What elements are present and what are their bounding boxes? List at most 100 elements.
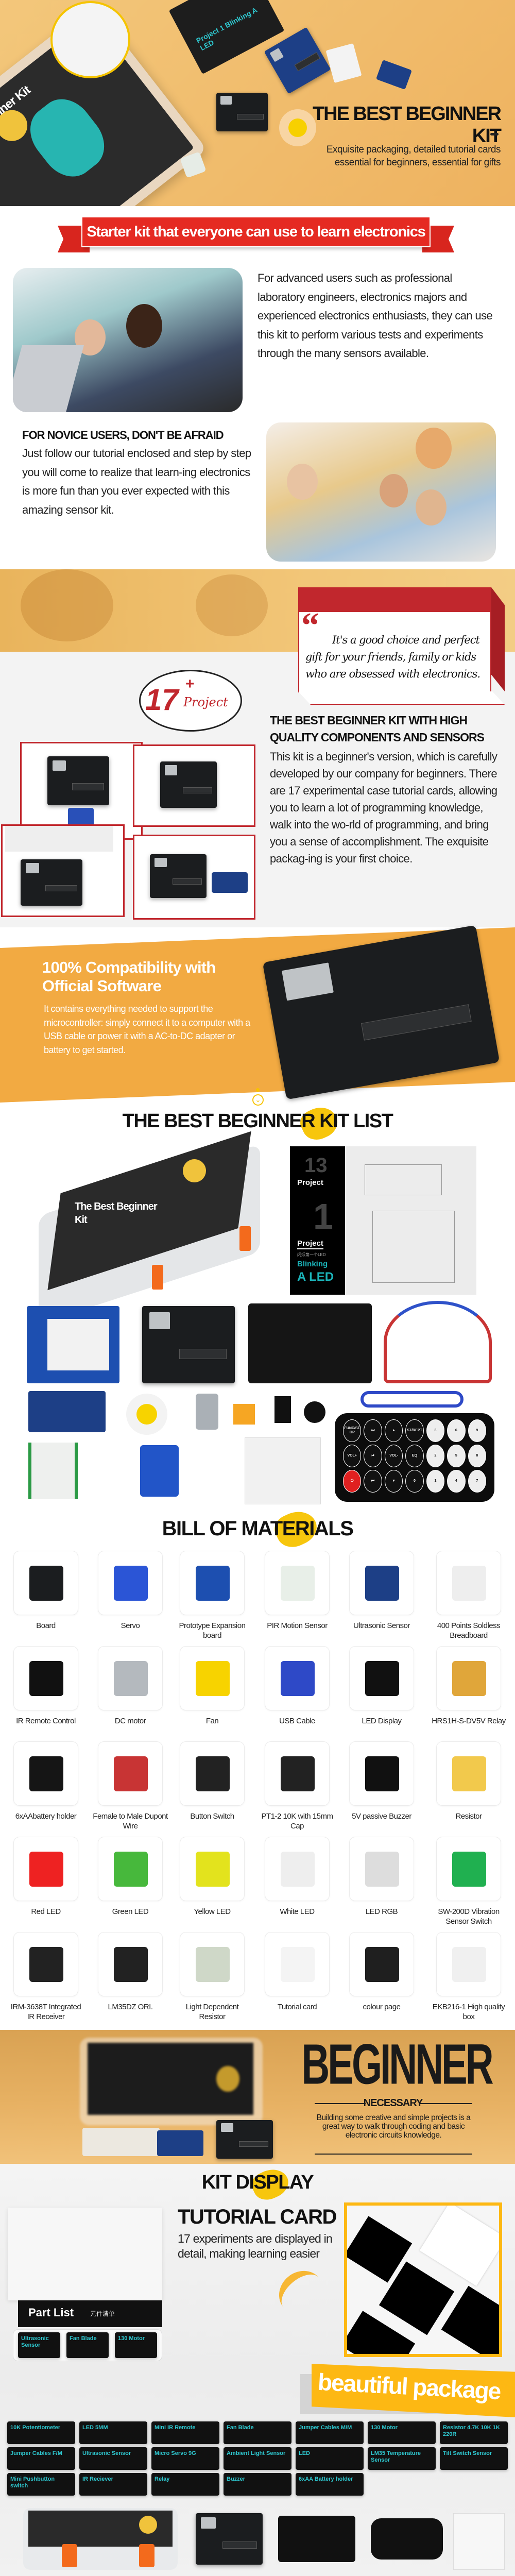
tutorial-cards-image: Project 1 Blinking A LED [168, 0, 285, 75]
divider-bottom [315, 2154, 472, 2155]
bom-item-card [349, 1741, 414, 1806]
beginner-title: BEGINNER [301, 2032, 493, 2096]
bom-item-label: PT1-2 10K with 15mm Cap [261, 1812, 333, 1831]
projects-heading-1: THE BEST BEGINNER KIT WITH HIGH [270, 714, 468, 727]
full-kit-photo [0, 2503, 515, 2575]
remote-key: 0 [405, 1470, 424, 1493]
part-list-cn: 元件清单 [90, 2310, 115, 2317]
remote-key: FUNC/STOP [343, 1419, 362, 1442]
bom-item-card [265, 1837, 330, 1901]
bom-item-card [349, 1837, 414, 1901]
part-list-label: Part List [28, 2306, 74, 2319]
remote-key: VOL+ [343, 1445, 362, 1467]
card-project: Project [297, 1239, 323, 1249]
bom-item-image [29, 1661, 63, 1696]
card-title-1: Blinking [297, 1260, 328, 1268]
tutorial-card-title: TUTORIAL CARD [178, 2206, 337, 2228]
package-fan-blade: Fan Blade [66, 2332, 109, 2358]
bom-item-card [349, 1646, 414, 1710]
bom-item-card [13, 1741, 78, 1806]
proto-shield-image [264, 27, 331, 94]
bom-item-label: Board [36, 1621, 56, 1630]
bom-item-label: Green LED [112, 1907, 149, 1916]
remote-key: ▲ [384, 1419, 403, 1442]
bom-item-label: LED RGB [365, 1907, 398, 1916]
card-label: Project 1 Blinking A LED [195, 6, 259, 53]
tutorial-card-photo: 13 Project 1 Project 闪烁第一个LED Blinking A… [290, 1146, 476, 1295]
bom-item-card [98, 1932, 163, 1996]
package-banner-text: beautiful package [317, 2368, 501, 2405]
bom-item-image [29, 1756, 63, 1791]
beginner-section [0, 2030, 515, 2164]
bom-item-image [365, 1756, 399, 1791]
bom-item-label: EKB216-1 High quality box [432, 2003, 505, 2021]
projects-text: This kit is a beginner's version, which … [270, 750, 497, 865]
component-package: Fan Blade [224, 2421, 291, 2444]
novice-heading: FOR NOVICE USERS, DON'T BE AFRAID [22, 429, 224, 442]
remote-key: ⏻ [343, 1470, 362, 1493]
bom-item-label: DC motor [114, 1717, 146, 1725]
remote-key: ▼ [384, 1470, 403, 1493]
component-package: Mini Pushbutton switch [7, 2473, 75, 2496]
component-package: Buzzer [224, 2473, 291, 2496]
remote-key: 4 [447, 1470, 466, 1493]
hero-section: The Best Beginner Kit Project 1 Blinking… [0, 0, 515, 206]
card-title-2: A LED [297, 1270, 334, 1284]
kit-box-photo: The Best Beginner Kit [28, 1131, 265, 1324]
bom-item-image [196, 1756, 230, 1791]
bom-item-card [436, 1932, 501, 1996]
bom-item-label: IR Remote Control [16, 1717, 76, 1725]
remote-key: 1 [426, 1470, 445, 1493]
compat-title-1: 100% Compatibility with [42, 958, 216, 976]
package-motor: 130 Motor [115, 2332, 157, 2358]
bom-item-image [452, 1566, 486, 1601]
bom-item-image [365, 1566, 399, 1601]
bom-item-image [29, 1566, 63, 1601]
compat-title-2: Official Software [42, 977, 162, 995]
component-package: Resistor 4.7K 10K 1K 220R [440, 2421, 508, 2444]
bom-item-image [196, 1947, 230, 1982]
bom-item-card [436, 1837, 501, 1901]
bom-item-image [452, 1852, 486, 1887]
bom-item-card [98, 1551, 163, 1615]
bom-item-label: SW-200D Vibration Sensor Switch [438, 1907, 500, 1926]
remote-key: VOL- [384, 1445, 403, 1467]
bom-item-label: Light Dependent Resistor [185, 2003, 239, 2021]
bom-item-image [281, 1661, 315, 1696]
zoom-bubble [50, 1, 130, 78]
bom-item-label: LM35DZ ORI. [108, 2003, 153, 2011]
bom-item-label: Yellow LED [194, 1907, 231, 1916]
bom-item-image [281, 1852, 315, 1887]
bom-item-label: 400 Points Soldless Breadboard [437, 1621, 501, 1640]
bom-item-card [265, 1551, 330, 1615]
bom-item-label: Prototype Expansion board [179, 1621, 246, 1640]
tutorial-card-text-2: detail, making learning easier [178, 2247, 320, 2260]
bom-item-label: Fan [205, 1717, 219, 1725]
bom-item-card [265, 1646, 330, 1710]
ribbon-banner: Starter kit that everyone can use to lea… [58, 216, 454, 259]
beginner-subtitle: NECESSARY [363, 2097, 423, 2109]
bom-item-label: IRM-3638T Integrated IR Receiver [10, 2003, 81, 2021]
bom-item-card [265, 1932, 330, 1996]
compat-text: It contains everything needed to support… [44, 1004, 250, 1055]
tutorial-cards-collage [344, 2202, 502, 2357]
remote-key: 3 [426, 1419, 445, 1442]
component-package: Ambient Light Sensor [224, 2447, 291, 2470]
bom-item-label: White LED [280, 1907, 315, 1916]
remote-key: ⏯ [364, 1445, 382, 1467]
bom-item-image [196, 1661, 230, 1696]
hero-subtitle-2: essential for beginners, essential for g… [334, 157, 501, 168]
project-photo-motor [1, 824, 125, 917]
component-package: Jumper Cables M/M [296, 2421, 364, 2444]
scroll-down-icon[interactable]: ⌄ [252, 1094, 264, 1106]
kit-box-label-2: Kit [75, 1214, 88, 1226]
kit-box-label-1: The Best Beginner [75, 1201, 158, 1212]
project-count-badge: 17 + Project [130, 655, 253, 738]
remote-key: ST/REPT [405, 1419, 424, 1442]
projects-heading-2: QUALITY COMPONENTS AND SENSORS [270, 731, 485, 744]
project-photo-ultrasonic [133, 835, 255, 920]
kit-list-title: THE BEST BEGINNER KIT LIST [122, 1110, 393, 1132]
bom-item-card [436, 1741, 501, 1806]
